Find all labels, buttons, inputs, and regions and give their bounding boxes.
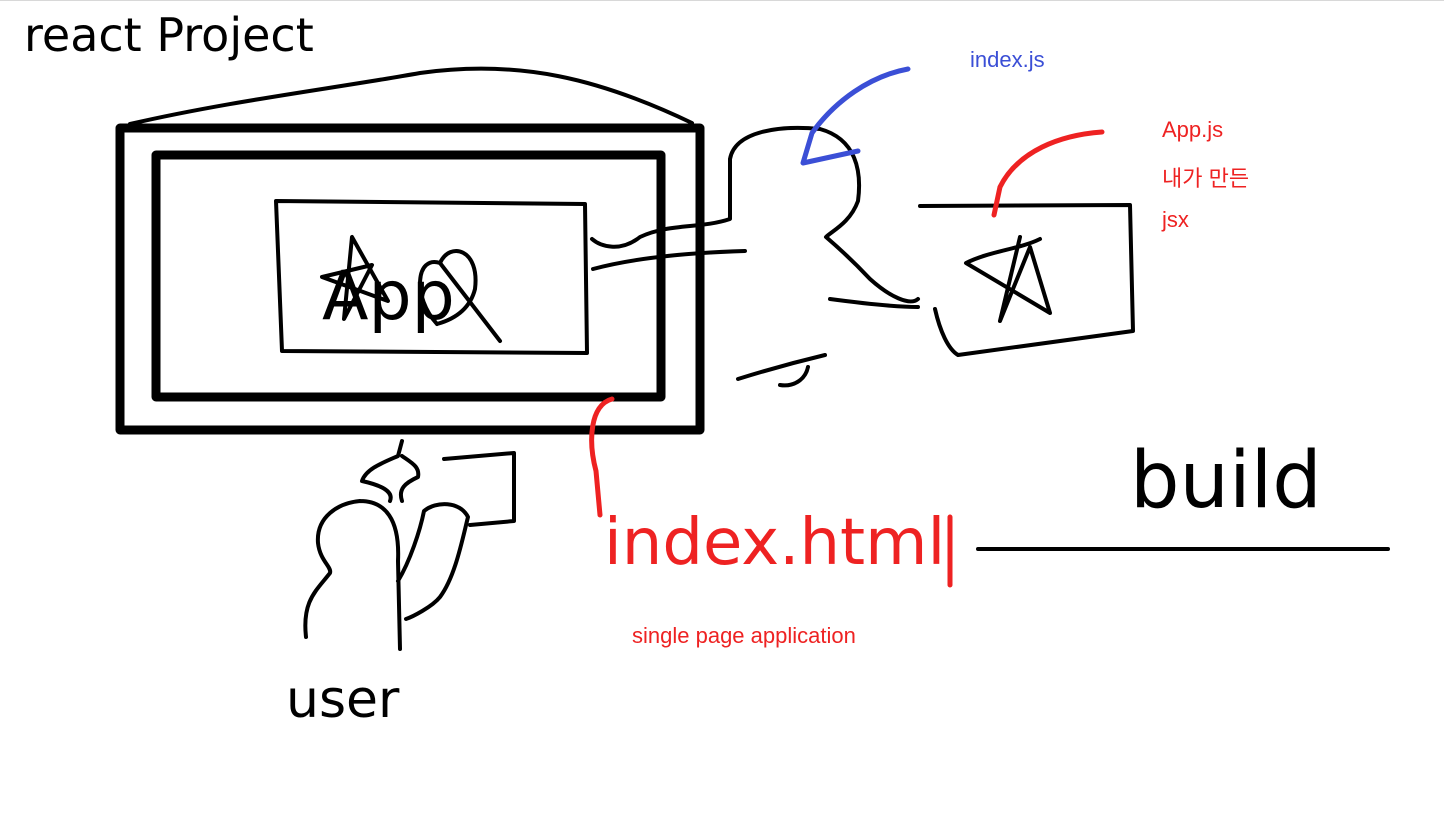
spa-label: single page application bbox=[632, 623, 856, 648]
jsx-label: jsx bbox=[1162, 207, 1189, 232]
small-scribble bbox=[736, 353, 827, 388]
build-handwritten: build bbox=[1130, 436, 1322, 526]
user-handwritten: user bbox=[286, 670, 400, 730]
user-figure bbox=[303, 439, 516, 651]
appjs-note-label: 내가 만든 bbox=[1162, 166, 1250, 191]
indexhtml-bracket-icon bbox=[589, 396, 953, 588]
appjs-component-box bbox=[918, 203, 1135, 357]
app-component-box bbox=[274, 199, 589, 355]
indexjs-label: index.js bbox=[970, 47, 1045, 72]
connector-lower bbox=[591, 249, 920, 309]
project-outer-box bbox=[115, 123, 705, 435]
appjs-pointer-icon bbox=[991, 129, 1105, 218]
connector-to-indexjs bbox=[590, 125, 920, 304]
page-inner-box bbox=[151, 150, 666, 402]
heart-doodle bbox=[418, 249, 502, 343]
appjs-label: App.js bbox=[1162, 117, 1224, 142]
indexjs-arrow-icon bbox=[800, 66, 911, 166]
project-roof bbox=[128, 66, 694, 126]
indexhtml-handwritten: index.html bbox=[604, 506, 945, 580]
star-doodle-left bbox=[320, 235, 390, 321]
title-handwritten: react Project bbox=[24, 8, 314, 62]
star-doodle-right bbox=[964, 235, 1052, 323]
